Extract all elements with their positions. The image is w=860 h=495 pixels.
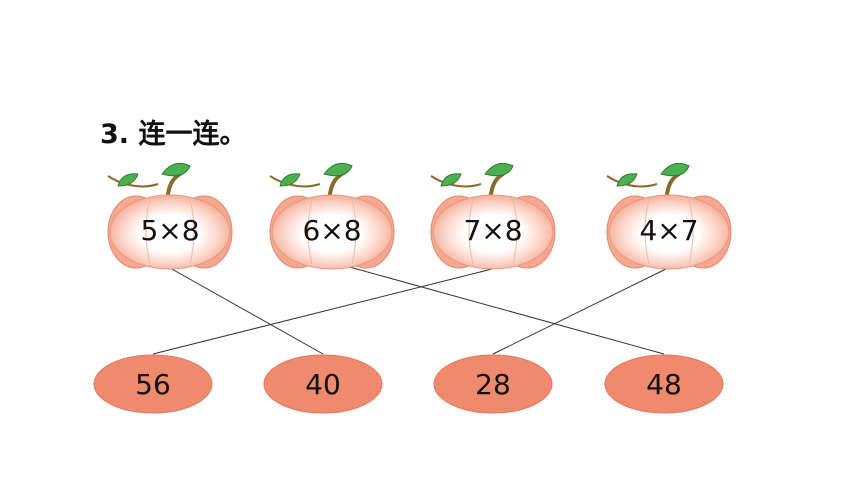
oval-shape	[93, 354, 213, 414]
expression-text: 5×8	[140, 214, 199, 247]
connection-line	[169, 267, 324, 355]
leaf-icon	[616, 173, 638, 187]
answer-oval[interactable]: 28	[433, 354, 553, 414]
oval-shape	[433, 354, 553, 414]
answer-oval[interactable]: 56	[93, 354, 213, 414]
expression-text: 7×8	[463, 214, 522, 247]
expression-text: 4×7	[639, 214, 698, 247]
connection-lines	[152, 265, 671, 355]
pumpkin-icon	[269, 194, 395, 270]
leaf-icon	[323, 162, 353, 177]
pumpkin-card[interactable]: 4×7	[606, 162, 732, 270]
connection-line	[345, 265, 665, 355]
leaf-icon	[279, 173, 301, 187]
answer-text: 56	[135, 368, 171, 401]
leaf-icon	[161, 162, 191, 177]
connection-line	[152, 266, 501, 355]
answer-oval[interactable]: 48	[604, 354, 724, 414]
leaf-icon	[484, 162, 514, 177]
answer-oval[interactable]: 40	[263, 354, 383, 414]
connection-line	[492, 266, 671, 355]
vine-icon	[107, 175, 159, 188]
stem-icon	[166, 172, 182, 196]
answer-ovals: 56 40 28 48	[93, 354, 724, 414]
oval-shape	[604, 354, 724, 414]
oval-shape	[263, 354, 383, 414]
expression-pumpkins: 5×8 6×8 7×8 4×7	[107, 162, 732, 270]
stem-icon	[665, 172, 681, 196]
expression-text: 6×8	[302, 214, 361, 247]
pumpkin-card[interactable]: 6×8	[269, 162, 395, 270]
vine-icon	[269, 175, 321, 188]
pumpkin-icon	[107, 194, 233, 270]
stem-icon	[328, 172, 344, 196]
pumpkin-card[interactable]: 7×8	[430, 162, 556, 270]
leaf-icon	[117, 173, 139, 187]
pumpkin-icon	[606, 194, 732, 270]
answer-text: 48	[646, 368, 682, 401]
vine-icon	[606, 175, 658, 188]
pumpkin-card[interactable]: 5×8	[107, 162, 233, 270]
pumpkin-icon	[430, 194, 556, 270]
answer-text: 28	[475, 368, 511, 401]
leaf-icon	[660, 162, 690, 177]
answer-text: 40	[305, 368, 341, 401]
vine-icon	[430, 175, 482, 188]
stem-icon	[489, 172, 505, 196]
leaf-icon	[440, 173, 462, 187]
exercise-title: 3. 连一连。	[100, 119, 247, 150]
